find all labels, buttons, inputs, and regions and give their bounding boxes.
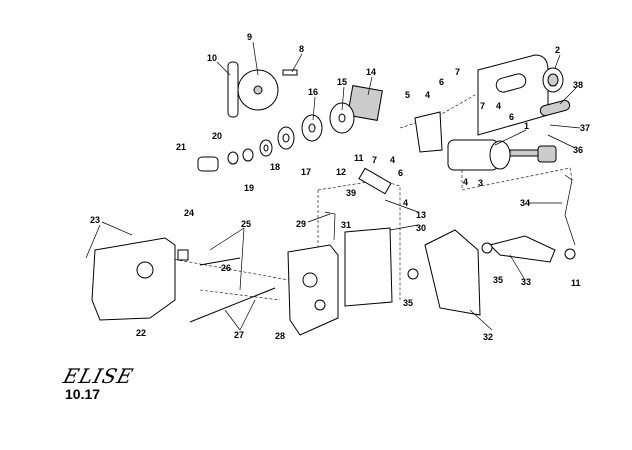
label-31: 31 xyxy=(341,220,351,230)
label-6: 6 xyxy=(439,77,444,87)
lock-barrel-and-key xyxy=(414,111,557,171)
label-25: 25 xyxy=(241,219,251,229)
label-6b: 6 xyxy=(509,112,514,122)
label-28: 28 xyxy=(275,331,285,341)
label-29: 29 xyxy=(296,219,306,229)
label-23: 23 xyxy=(90,215,100,225)
label-39: 39 xyxy=(346,188,356,198)
label-7c: 7 xyxy=(372,155,377,165)
label-3: 3 xyxy=(478,178,483,188)
latch-plate xyxy=(91,237,189,321)
label-12: 12 xyxy=(336,167,346,177)
label-4b: 4 xyxy=(496,101,501,111)
label-24: 24 xyxy=(184,208,194,218)
label-30: 30 xyxy=(416,223,426,233)
rods xyxy=(189,174,576,323)
label-4c: 4 xyxy=(390,155,395,165)
label-20: 20 xyxy=(212,131,222,141)
label-26: 26 xyxy=(221,263,231,273)
label-35: 35 xyxy=(403,298,413,308)
label-15: 15 xyxy=(337,77,347,87)
label-10: 10 xyxy=(207,53,217,63)
bracket-plate xyxy=(344,167,393,307)
label-17: 17 xyxy=(301,167,311,177)
door-latch xyxy=(287,244,339,336)
label-9: 9 xyxy=(247,32,252,42)
label-21: 21 xyxy=(176,142,186,152)
label-22: 22 xyxy=(136,328,146,338)
label-33: 33 xyxy=(521,277,531,287)
label-18: 18 xyxy=(270,162,280,172)
label-6c: 6 xyxy=(398,168,403,178)
elise-logo: ELISE xyxy=(60,364,137,388)
leader-lines xyxy=(85,41,581,331)
label-35b: 35 xyxy=(493,275,503,285)
label-4: 4 xyxy=(425,90,430,100)
label-19: 19 xyxy=(244,183,254,193)
label-1: 1 xyxy=(524,121,529,131)
label-7b: 7 xyxy=(480,101,485,111)
label-16: 16 xyxy=(308,87,318,97)
label-11: 11 xyxy=(354,153,364,163)
label-34: 34 xyxy=(520,198,530,208)
label-14: 14 xyxy=(366,67,376,77)
label-7: 7 xyxy=(455,67,460,77)
label-32: 32 xyxy=(483,332,493,342)
part-labels: 9 8 10 14 15 16 2 38 7 6 4 5 7 4 6 1 37 … xyxy=(90,32,590,342)
label-37: 37 xyxy=(580,123,590,133)
label-4e: 4 xyxy=(463,177,468,187)
label-4d: 4 xyxy=(403,198,408,208)
exterior-handle-housing xyxy=(477,54,571,136)
page-number: 10.17 xyxy=(65,386,101,402)
washers xyxy=(197,102,355,172)
label-11b: 11 xyxy=(571,278,581,288)
label-38: 38 xyxy=(573,80,583,90)
mounting-plate xyxy=(407,229,576,316)
label-13: 13 xyxy=(416,210,426,220)
label-8: 8 xyxy=(299,44,304,54)
label-36: 36 xyxy=(573,145,583,155)
label-27: 27 xyxy=(234,330,244,340)
label-2: 2 xyxy=(555,45,560,55)
door-handle-knob xyxy=(227,61,298,118)
label-5: 5 xyxy=(405,90,410,100)
gasket-mesh xyxy=(347,85,383,121)
